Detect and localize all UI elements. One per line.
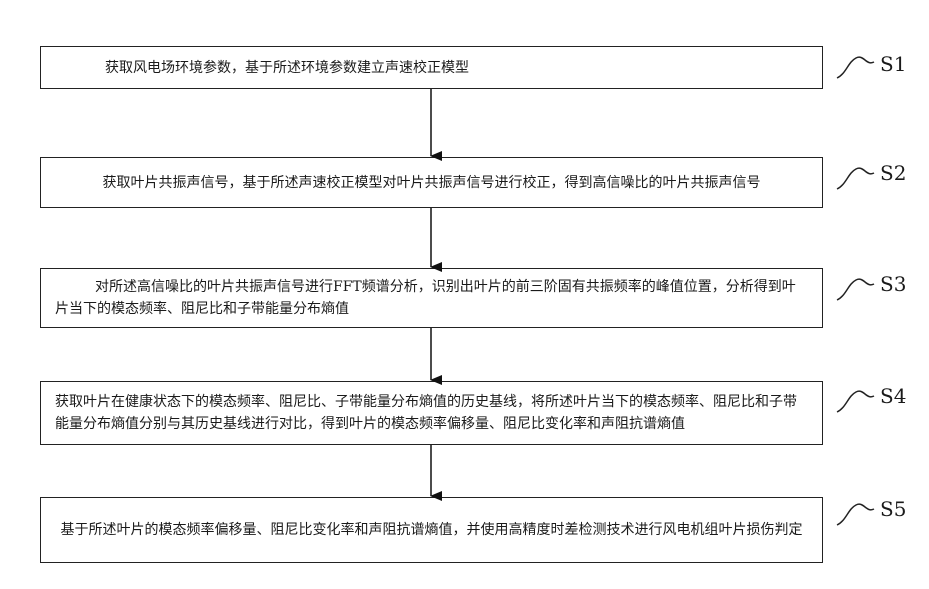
step-label-s1: S1 [880,52,906,76]
leader-s5 [837,504,874,525]
step-text-s3: 对所述高信噪比的叶片共振声信号进行FFT频谱分析，识别出叶片的前三阶固有共振频率… [55,276,808,320]
step-text-s1: 获取风电场环境参数，基于所述环境参数建立声速校正模型 [55,57,808,79]
step-label-s2: S2 [880,161,906,185]
leader-s4 [837,391,874,412]
step-box-s3: 对所述高信噪比的叶片共振声信号进行FFT频谱分析，识别出叶片的前三阶固有共振频率… [40,268,823,328]
step-label-s4: S4 [880,384,906,408]
step-text-s2: 获取叶片共振声信号，基于所述声速校正模型对叶片共振声信号进行校正，得到高信噪比的… [55,172,808,194]
step-text-s5: 基于所述叶片的模态频率偏移量、阻尼比变化率和声阻抗谱熵值，并使用高精度时差检测技… [55,519,808,541]
step-box-s2: 获取叶片共振声信号，基于所述声速校正模型对叶片共振声信号进行校正，得到高信噪比的… [40,157,823,208]
step-box-s4: 获取叶片在健康状态下的模态频率、阻尼比、子带能量分布熵值的历史基线，将所述叶片当… [40,381,823,445]
step-box-s1: 获取风电场环境参数，基于所述环境参数建立声速校正模型 [40,46,823,89]
step-box-s5: 基于所述叶片的模态频率偏移量、阻尼比变化率和声阻抗谱熵值，并使用高精度时差检测技… [40,497,823,563]
leader-s1 [837,57,874,78]
step-text-s4: 获取叶片在健康状态下的模态频率、阻尼比、子带能量分布熵值的历史基线，将所述叶片当… [55,391,808,435]
leader-s2 [837,168,874,189]
step-label-s3: S3 [880,272,906,296]
step-label-s5: S5 [880,497,906,521]
leader-s3 [837,279,874,300]
